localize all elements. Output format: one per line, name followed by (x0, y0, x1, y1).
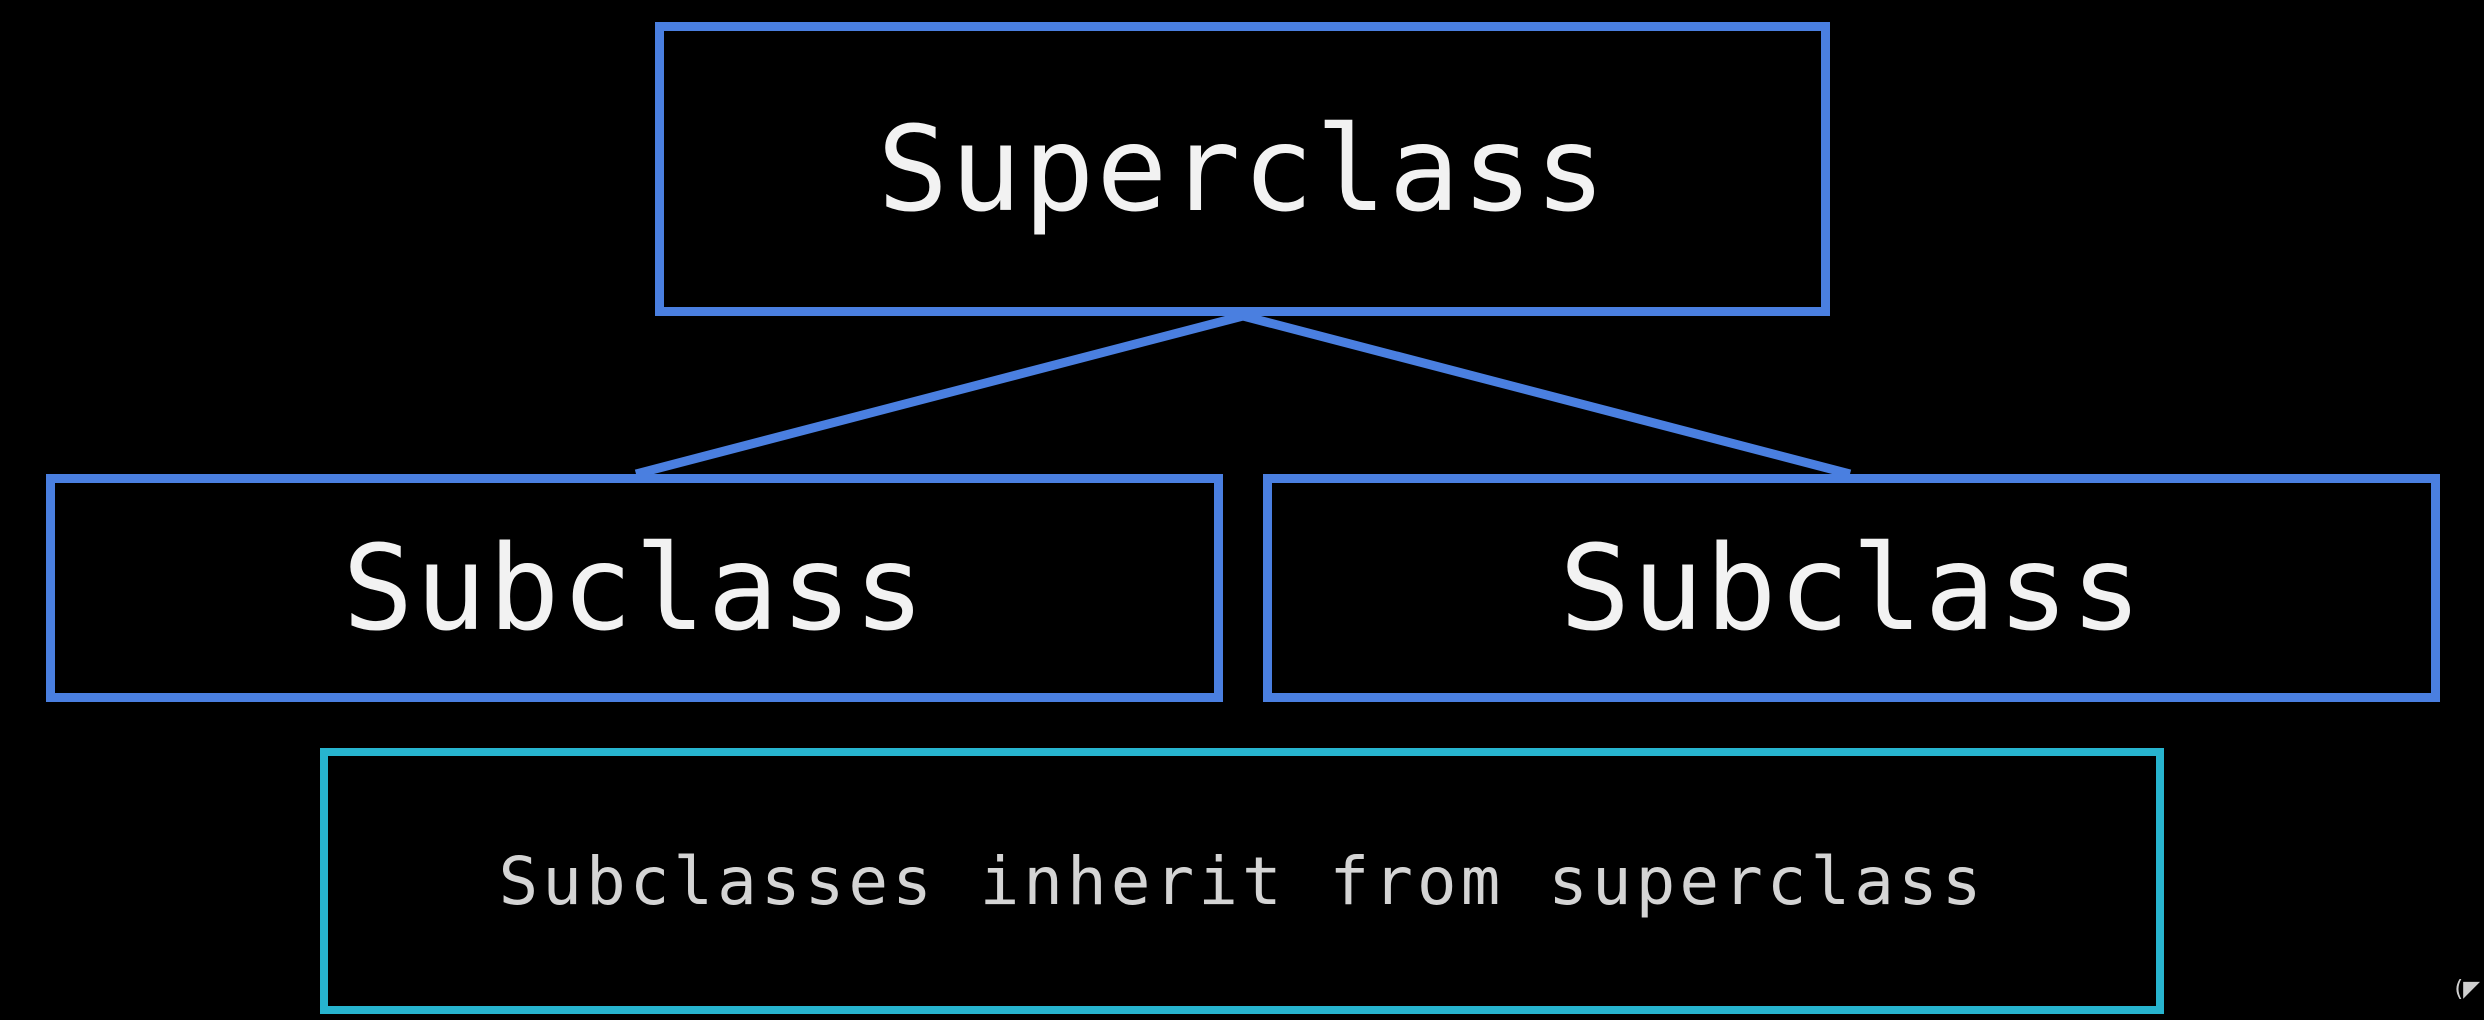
inheritance-note-label: Subclasses inherit from superclass (498, 842, 1986, 920)
subclass-box-left: Subclass (46, 474, 1223, 702)
superclass-label: Superclass (877, 100, 1608, 238)
subclass-label-right: Subclass (1559, 519, 2144, 657)
subclass-box-right: Subclass (1263, 474, 2440, 702)
channel-logo-icon: (◤ (2454, 977, 2480, 1002)
superclass-box: Superclass (655, 22, 1830, 316)
inheritance-note-box: Subclasses inherit from superclass (320, 748, 2164, 1014)
subclass-label-left: Subclass (342, 519, 927, 657)
connector-superclass-to-right-subclass (1241, 311, 1852, 479)
connector-superclass-to-left-subclass (634, 311, 1245, 479)
